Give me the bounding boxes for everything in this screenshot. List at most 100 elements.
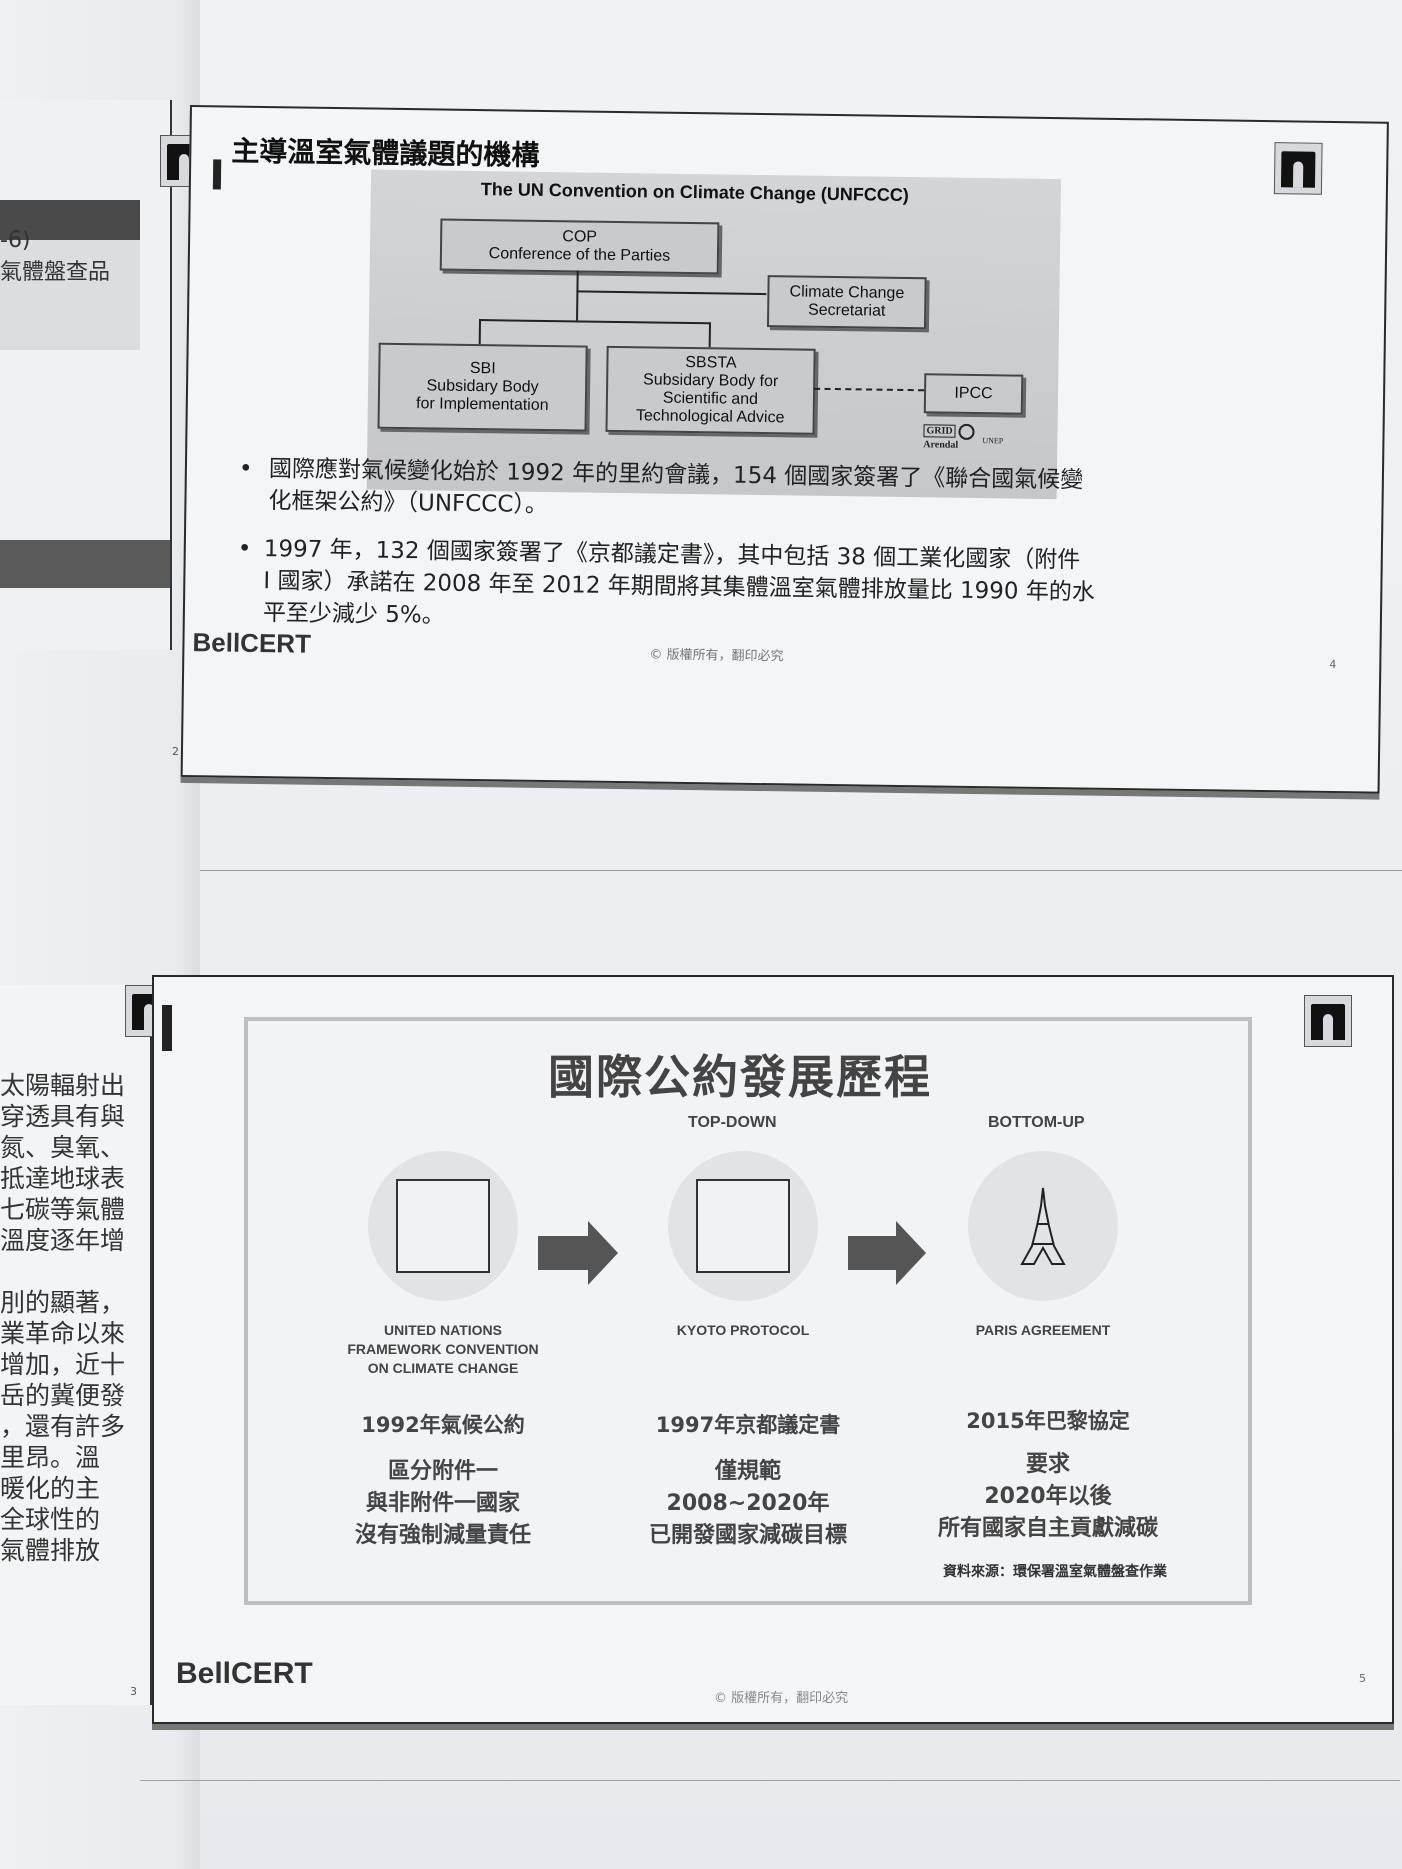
dashed-connector <box>814 387 925 392</box>
page-edge-line <box>140 1780 1400 1781</box>
left-line: 暖化的主 <box>0 1474 101 1503</box>
left-gray-panel <box>0 240 140 350</box>
connector-line <box>479 319 710 325</box>
arrow-icon <box>538 1236 588 1270</box>
bullet-dot: • <box>238 455 253 482</box>
brand-logo: BellCERT <box>192 627 312 659</box>
page-divider <box>200 870 1402 871</box>
kyoto-name: KYOTO PROTOCOL <box>676 1322 810 1338</box>
history-panel: 國際公約發展歷程 TOP-DOWN BOTTOM-UP <box>244 1017 1252 1605</box>
left-line <box>0 1256 125 1287</box>
bullet1-line2: 化框架公約》（UNFCCC）。 <box>268 488 549 519</box>
col1-desc-l2: 與非附件一國家 <box>365 1491 520 1516</box>
unep-logo-icon <box>958 423 975 440</box>
col3-desc-l2: 2020年以後 <box>984 1484 1112 1509</box>
eiffel-tower-icon <box>1020 1187 1066 1265</box>
slide-title: 主導溫室氣體議題的機構 <box>231 134 540 172</box>
col2-desc-l1: 僅規範 <box>714 1459 781 1484</box>
sbi-label: SBI <box>469 359 496 378</box>
sbi-box: SBI Subsidary Body for Implementation <box>377 342 588 432</box>
grid-arendal-logo: GRID Arendal <box>923 423 975 451</box>
connector-line <box>576 270 579 321</box>
kyoto-logo-circle <box>668 1151 818 1301</box>
slide-unfccc: 主導溫室氣體議題的機構 The UN Convention on Climate… <box>180 105 1389 794</box>
paris-name: PARIS AGREEMENT <box>975 1322 1111 1338</box>
left-line: 溫度逐年增 <box>0 1226 126 1255</box>
arrow-head-icon <box>896 1221 926 1285</box>
copyright: © 版權所有，翻印必究 <box>649 647 784 665</box>
col1-year: 1992年氣候公約 <box>361 1413 525 1437</box>
connector-line <box>478 319 482 345</box>
brand-logo: BellCERT <box>176 1657 313 1690</box>
connector-line <box>708 322 712 348</box>
unep-text: UNEP <box>982 436 1004 446</box>
left-slide-lower: 太陽輻射出 穿透具有與 氮、臭氧、 抵達地球表 七碳等氣體 溫度逐年增 刖的顯著… <box>0 985 173 1705</box>
left-body-text: 太陽輻射出 穿透具有與 氮、臭氧、 抵達地球表 七碳等氣體 溫度逐年增 刖的顯著… <box>0 1070 125 1566</box>
label-bottomup: BOTTOM-UP <box>988 1114 1085 1131</box>
unfccc-name-l3: ON CLIMATE CHANGE <box>367 1360 519 1376</box>
col2-desc: 僅規範 2008~2020年 已開發國家減碳目標 <box>623 1456 873 1552</box>
left-line: 七碳等氣體 <box>0 1195 126 1224</box>
sbsta-box: SBSTA Subsidary Body for Scientific and … <box>605 345 816 435</box>
col2-year: 1997年京都議定書 <box>655 1413 841 1437</box>
bellcert-logo-icon <box>1304 995 1352 1047</box>
left-line: ，還有許多 <box>0 1412 126 1441</box>
history-title: 國際公約發展歷程 <box>548 1050 932 1104</box>
left-line: 里昂。溫 <box>0 1443 101 1472</box>
paris-logo-circle <box>968 1151 1118 1301</box>
arrow-icon <box>848 1236 896 1270</box>
sbsta-label: SBSTA <box>685 353 737 372</box>
slide-convention-history: 國際公約發展歷程 TOP-DOWN BOTTOM-UP <box>152 975 1394 1724</box>
page-number: 4 <box>1329 657 1337 672</box>
col3-year: 2015年巴黎協定 <box>966 1409 1130 1433</box>
left-line: 氣體排放 <box>0 1536 101 1565</box>
bullet2-line3: 平至少減少 5%。 <box>262 600 445 629</box>
left-line: 刖的顯著， <box>0 1288 126 1317</box>
left-line: 太陽輻射出 <box>0 1071 126 1100</box>
left-dark-bar <box>0 200 140 240</box>
title-marker <box>212 159 222 190</box>
arrow-head-icon <box>588 1221 618 1285</box>
left-line: 增加，近十 <box>0 1350 126 1379</box>
left-page: -6) 氣體盤查品 2 太陽輻射出 穿透具有與 氮、臭氧、 抵達地球表 七碳等氣… <box>0 0 220 1869</box>
secretariat-box: Climate Change Secretariat <box>766 275 927 330</box>
grid-logo-text: GRID <box>923 424 956 439</box>
bullet-dot: • <box>237 535 252 562</box>
col3-desc-l3: 所有國家自主貢獻減碳 <box>937 1516 1158 1541</box>
left-line: 穿透具有與 <box>0 1102 126 1131</box>
left-upper-line1: -6) <box>0 228 31 253</box>
col3-desc-l1: 要求 <box>1025 1452 1070 1477</box>
left-line: 業革命以來 <box>0 1319 126 1348</box>
left-bottom-bar <box>0 540 170 588</box>
col3-desc: 要求 2020年以後 所有國家自主貢獻減碳 <box>913 1449 1183 1545</box>
cop-sublabel: Conference of the Parties <box>488 245 671 265</box>
secretariat-label-2: Secretariat <box>807 301 886 320</box>
source-note: 資料來源：環保署溫室氣體盤查作業 <box>943 1564 1167 1580</box>
left-page-number-lower: 3 <box>130 1685 137 1698</box>
ipcc-label: IPCC <box>954 384 993 403</box>
right-page: 主導溫室氣體議題的機構 The UN Convention on Climate… <box>140 0 1402 1869</box>
grid-sub-text: Arendal <box>923 439 959 451</box>
unfccc-name: UNITED NATIONS FRAMEWORK CONVENTION ON C… <box>328 1321 558 1378</box>
sbsta-sublabel-2: Scientific and <box>662 389 759 408</box>
unfccc-name-l1: UNITED NATIONS <box>384 1322 502 1338</box>
left-page-number-upper: 2 <box>172 745 179 758</box>
col1-desc: 區分附件一 與非附件一國家 沒有強制減量責任 <box>318 1456 568 1552</box>
diagram-title: The UN Convention on Climate Change (UNF… <box>480 179 909 206</box>
cop-label: COP <box>562 228 598 246</box>
ipcc-box: IPCC <box>923 373 1024 415</box>
sbi-sublabel-1: Subsidary Body <box>426 377 539 396</box>
label-topdown: TOP-DOWN <box>688 1114 777 1131</box>
left-line: 岳的冀便發 <box>0 1381 126 1410</box>
connector-line <box>576 290 767 296</box>
copyright: © 版權所有，翻印必究 <box>714 1691 849 1706</box>
cop-box: COP Conference of the Parties <box>439 218 720 275</box>
left-upper-line2: 氣體盤查品 <box>0 260 111 285</box>
left-line: 抵達地球表 <box>0 1164 126 1193</box>
sbsta-sublabel-3: Technological Advice <box>635 407 785 427</box>
col1-desc-l1: 區分附件一 <box>387 1459 498 1484</box>
sbi-sublabel-2: for Implementation <box>415 395 549 415</box>
col2-desc-l2: 2008~2020年 <box>666 1491 830 1516</box>
left-line: 氮、臭氧、 <box>0 1133 126 1162</box>
unfccc-diagram: The UN Convention on Climate Change (UNF… <box>366 169 1062 500</box>
